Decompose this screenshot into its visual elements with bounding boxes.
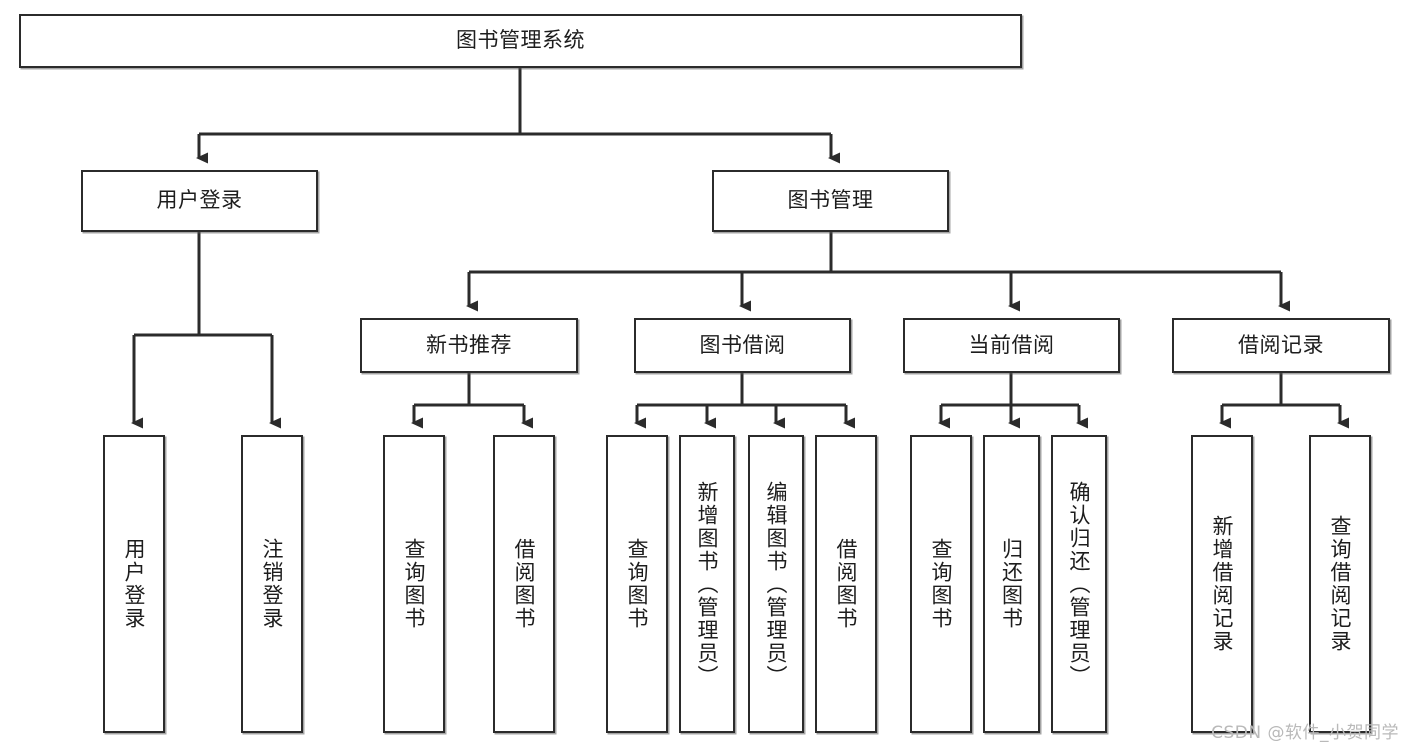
- node-leaf-confirm-return[interactable]: 确认归还（管理员）: [1051, 435, 1107, 733]
- node-leaf-edit-book-label: 编辑图书（管理员）: [764, 480, 789, 688]
- node-root[interactable]: 图书管理系统: [19, 14, 1022, 68]
- node-leaf-borrow-book-a-label: 借阅图书: [512, 538, 537, 630]
- node-leaf-return-book[interactable]: 归还图书: [983, 435, 1040, 733]
- node-borrow-record-label: 借阅记录: [1238, 332, 1324, 357]
- node-leaf-user-login[interactable]: 用户登录: [103, 435, 165, 733]
- node-leaf-user-login-label: 用户登录: [122, 538, 147, 630]
- node-user-login[interactable]: 用户登录: [81, 170, 318, 232]
- node-book-borrow[interactable]: 图书借阅: [634, 318, 851, 373]
- node-leaf-add-record[interactable]: 新增借阅记录: [1191, 435, 1253, 733]
- node-book-manage[interactable]: 图书管理: [712, 170, 949, 232]
- node-root-label: 图书管理系统: [456, 28, 585, 53]
- node-leaf-logout[interactable]: 注销登录: [241, 435, 303, 733]
- node-user-login-label: 用户登录: [156, 188, 243, 213]
- node-leaf-query-record-label: 查询借阅记录: [1328, 515, 1353, 653]
- node-book-manage-label: 图书管理: [787, 188, 874, 213]
- node-leaf-confirm-return-label: 确认归还（管理员）: [1067, 480, 1092, 688]
- node-current-borrow[interactable]: 当前借阅: [903, 318, 1120, 373]
- watermark-text: CSDN @软件_小贺同学: [1211, 723, 1399, 743]
- node-leaf-add-record-label: 新增借阅记录: [1210, 515, 1235, 653]
- node-current-borrow-label: 当前借阅: [968, 332, 1055, 357]
- node-leaf-return-book-label: 归还图书: [999, 538, 1024, 630]
- node-leaf-query-book-a-label: 查询图书: [402, 538, 427, 630]
- node-book-borrow-label: 图书借阅: [699, 332, 786, 357]
- node-leaf-query-record[interactable]: 查询借阅记录: [1309, 435, 1371, 733]
- node-leaf-query-book-b-label: 查询图书: [625, 538, 650, 630]
- node-new-book-rec-label: 新书推荐: [426, 332, 512, 357]
- node-leaf-borrow-book-b-label: 借阅图书: [834, 538, 859, 630]
- node-new-book-rec[interactable]: 新书推荐: [360, 318, 578, 373]
- node-leaf-query-book-c-label: 查询图书: [929, 538, 954, 630]
- node-borrow-record[interactable]: 借阅记录: [1172, 318, 1390, 373]
- node-leaf-query-book-a[interactable]: 查询图书: [383, 435, 445, 733]
- node-leaf-logout-label: 注销登录: [260, 538, 285, 630]
- node-leaf-borrow-book-b[interactable]: 借阅图书: [815, 435, 877, 733]
- node-leaf-add-book[interactable]: 新增图书（管理员）: [679, 435, 735, 733]
- node-leaf-add-book-label: 新增图书（管理员）: [695, 480, 720, 688]
- node-leaf-edit-book[interactable]: 编辑图书（管理员）: [748, 435, 804, 733]
- node-leaf-query-book-c[interactable]: 查询图书: [910, 435, 972, 733]
- node-leaf-query-book-b[interactable]: 查询图书: [606, 435, 668, 733]
- node-leaf-borrow-book-a[interactable]: 借阅图书: [493, 435, 555, 733]
